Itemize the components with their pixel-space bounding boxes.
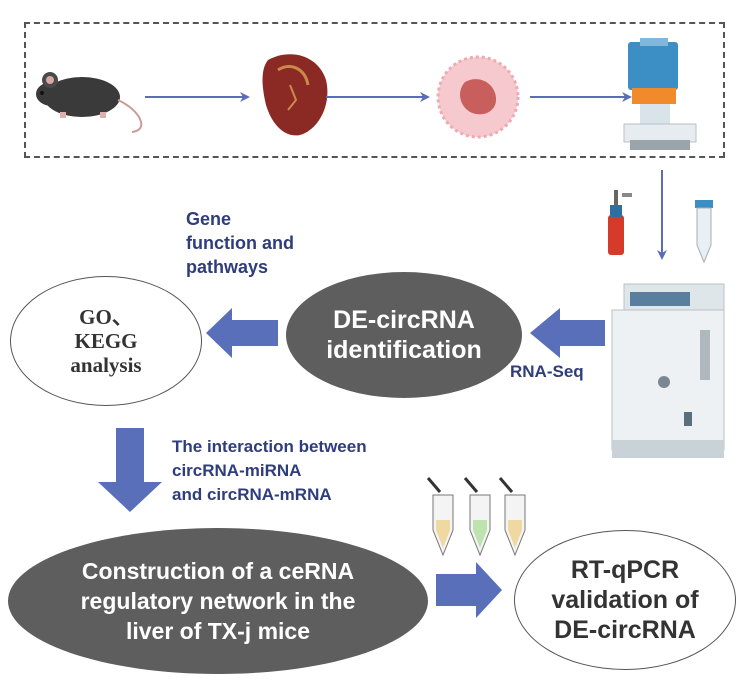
interaction-label: The interaction between circRNA-miRNA an… bbox=[172, 437, 367, 504]
go-kegg-node: GO、 KEGG analysis bbox=[10, 276, 202, 406]
rna-seq-label: RNA-Seq bbox=[510, 362, 584, 381]
block-arrow-to-de bbox=[530, 308, 605, 358]
homogenizer-icon bbox=[623, 38, 697, 150]
block-arrow-to-rtqpcr bbox=[436, 562, 502, 618]
cell-icon bbox=[436, 55, 520, 139]
de-circrna-node: DE-circRNA identification bbox=[286, 272, 522, 398]
reagent-bottle-icon bbox=[608, 190, 632, 255]
pcr-tube-icon bbox=[426, 477, 526, 557]
rt-qpcr-node: RT-qPCR validation of DE-circRNA bbox=[514, 530, 736, 670]
mouse-icon bbox=[36, 72, 143, 133]
sample-prep-frame bbox=[24, 22, 725, 158]
centrifuge-tube-icon bbox=[695, 200, 713, 264]
block-arrow-to-go bbox=[206, 308, 278, 358]
block-arrow-down bbox=[98, 428, 162, 512]
cryostat-machine-icon bbox=[611, 283, 725, 458]
gene-function-label: Gene function and pathways bbox=[186, 209, 294, 277]
liver-icon bbox=[262, 54, 328, 136]
cerna-network-node: Construction of a ceRNA regulatory netwo… bbox=[8, 528, 428, 674]
